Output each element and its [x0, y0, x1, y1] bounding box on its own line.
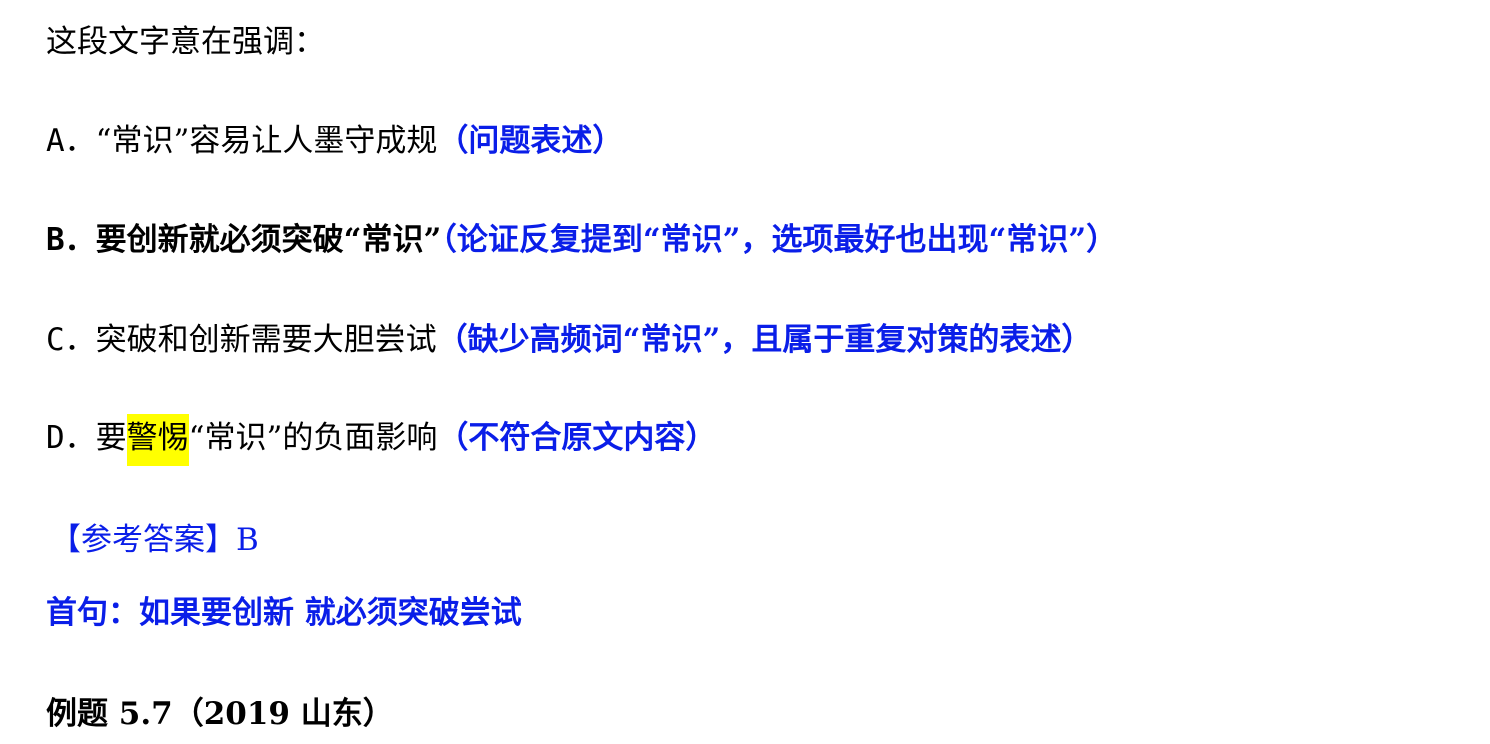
option-d-note: （不符合原文内容） [437, 420, 717, 456]
option-d-highlight: 警惕 [126, 414, 189, 466]
next-example-text: 例题 5.7（2019 山东） [46, 696, 394, 732]
option-d-letter: D． [46, 420, 96, 456]
next-example-heading: 例题 5.7（2019 山东） [46, 694, 394, 734]
explanation-text: 首句：如果要创新 就必须突破尝试 [46, 595, 522, 631]
question-stem: 这段文字意在强调： [46, 22, 325, 62]
option-d-text-after: “常识”的负面影响 [188, 420, 438, 456]
option-a: A．“常识”容易让人墨守成规（问题表述） [46, 121, 623, 161]
reference-answer: 【参考答案】B [50, 520, 259, 560]
option-d: D．要警惕“常识”的负面影响（不符合原文内容） [46, 414, 717, 466]
explanation: 首句：如果要创新 就必须突破尝试 [46, 593, 522, 633]
option-c-letter: C． [46, 322, 96, 358]
option-a-text: “常识”容易让人墨守成规 [95, 123, 438, 159]
option-a-letter: A． [46, 123, 96, 159]
option-b-letter: B． [46, 222, 96, 258]
option-c: C．突破和创新需要大胆尝试（缺少高频词“常识”，且属于重复对策的表述） [46, 320, 1092, 360]
option-b-note: （论证反复提到“常识”，选项最好也出现“常识”） [441, 222, 1118, 258]
option-d-text-before: 要 [95, 420, 127, 456]
option-c-note: （缺少高频词“常识”，且属于重复对策的表述） [436, 322, 1093, 358]
answer-value: B [236, 522, 259, 558]
option-b-text: 要创新就必须突破“常识” [95, 222, 442, 258]
option-b: B．要创新就必须突破“常识”（论证反复提到“常识”，选项最好也出现“常识”） [46, 220, 1117, 260]
answer-label: 【参考答案】 [50, 522, 236, 558]
question-stem-text: 这段文字意在强调： [46, 24, 325, 60]
option-a-note: （问题表述） [437, 123, 624, 159]
option-c-text: 突破和创新需要大胆尝试 [95, 322, 437, 358]
